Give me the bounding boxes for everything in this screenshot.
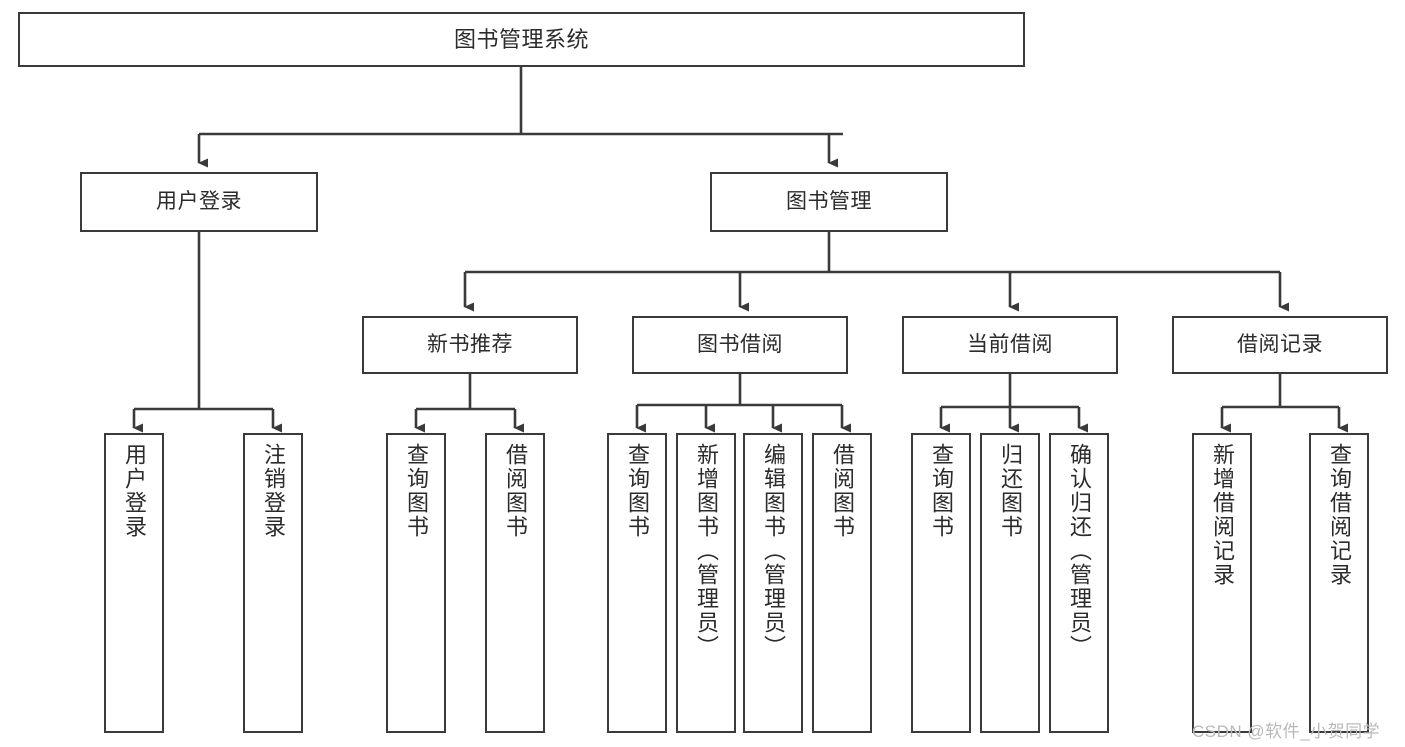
leaf-edit-book[interactable]: 编辑图书（管理员） — [743, 433, 803, 733]
node-label: 查询图书 — [929, 443, 954, 539]
leaf-borrow-book[interactable]: 借阅图书 — [812, 433, 872, 733]
node-label: 新增图书（管理员） — [694, 443, 719, 659]
leaf-borrow-book-recommend[interactable]: 借阅图书 — [485, 433, 545, 733]
node-label: 借阅图书 — [503, 443, 528, 539]
leaf-query-book-recommend[interactable]: 查询图书 — [386, 433, 446, 733]
node-label: 图书管理系统 — [453, 26, 589, 52]
node-user-login[interactable]: 用户登录 — [80, 172, 318, 232]
leaf-add-borrow-record[interactable]: 新增借阅记录 — [1192, 433, 1252, 733]
node-label: 编辑图书（管理员） — [761, 443, 786, 659]
csdn-watermark: CSDN @软件_小贺同学 — [1192, 722, 1381, 741]
node-label: 新书推荐 — [427, 332, 513, 356]
leaf-user-login[interactable]: 用户登录 — [104, 433, 164, 733]
node-label: 用户登录 — [122, 443, 147, 539]
node-label: 注销登录 — [261, 443, 286, 539]
node-root-system[interactable]: 图书管理系统 — [18, 12, 1025, 67]
leaf-query-book-current[interactable]: 查询图书 — [911, 433, 971, 733]
node-label: 图书管理 — [786, 189, 872, 213]
leaf-query-borrow-record[interactable]: 查询借阅记录 — [1309, 433, 1369, 733]
leaf-logout-login[interactable]: 注销登录 — [243, 433, 303, 733]
node-label: 查询图书 — [404, 443, 429, 539]
node-book-borrow[interactable]: 图书借阅 — [632, 316, 848, 374]
leaf-query-book-borrow[interactable]: 查询图书 — [607, 433, 667, 733]
leaf-return-book[interactable]: 归还图书 — [980, 433, 1040, 733]
leaf-add-book[interactable]: 新增图书（管理员） — [676, 433, 736, 733]
node-label: 查询图书 — [625, 443, 650, 539]
node-label: 用户登录 — [156, 189, 242, 213]
node-label: 查询借阅记录 — [1327, 443, 1352, 587]
node-current-borrow[interactable]: 当前借阅 — [902, 316, 1118, 374]
node-label: 借阅图书 — [830, 443, 855, 539]
leaf-confirm-return[interactable]: 确认归还（管理员） — [1049, 433, 1109, 733]
node-borrow-record[interactable]: 借阅记录 — [1172, 316, 1388, 374]
node-label: 新增借阅记录 — [1210, 443, 1235, 587]
node-label: 借阅记录 — [1237, 332, 1323, 356]
node-label: 当前借阅 — [967, 332, 1053, 356]
node-label: 确认归还（管理员） — [1067, 443, 1092, 659]
node-label: 图书借阅 — [697, 332, 783, 356]
node-label: 归还图书 — [998, 443, 1023, 539]
node-book-manage[interactable]: 图书管理 — [710, 172, 948, 232]
node-new-book-recommend[interactable]: 新书推荐 — [362, 316, 578, 374]
